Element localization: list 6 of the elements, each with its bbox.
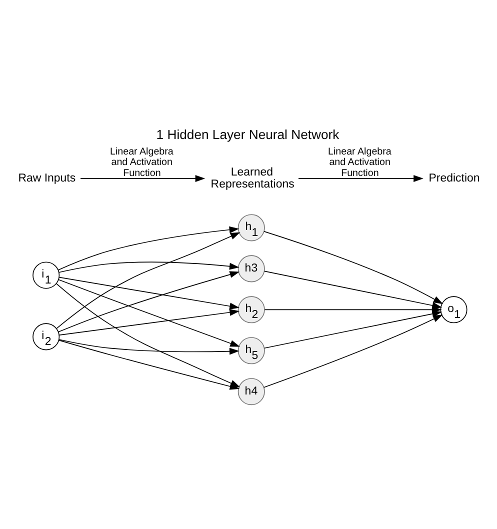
- edge-label: Linear Algebra and Activation Function: [328, 146, 392, 178]
- node-text: Raw Inputs: [18, 172, 76, 184]
- edge-label: Linear Algebra and Activation Function: [110, 146, 174, 178]
- node-text: Learned Representations: [210, 166, 294, 190]
- node-text: Prediction: [428, 172, 480, 184]
- diagram-title: 1 Hidden Layer Neural Network: [156, 126, 340, 142]
